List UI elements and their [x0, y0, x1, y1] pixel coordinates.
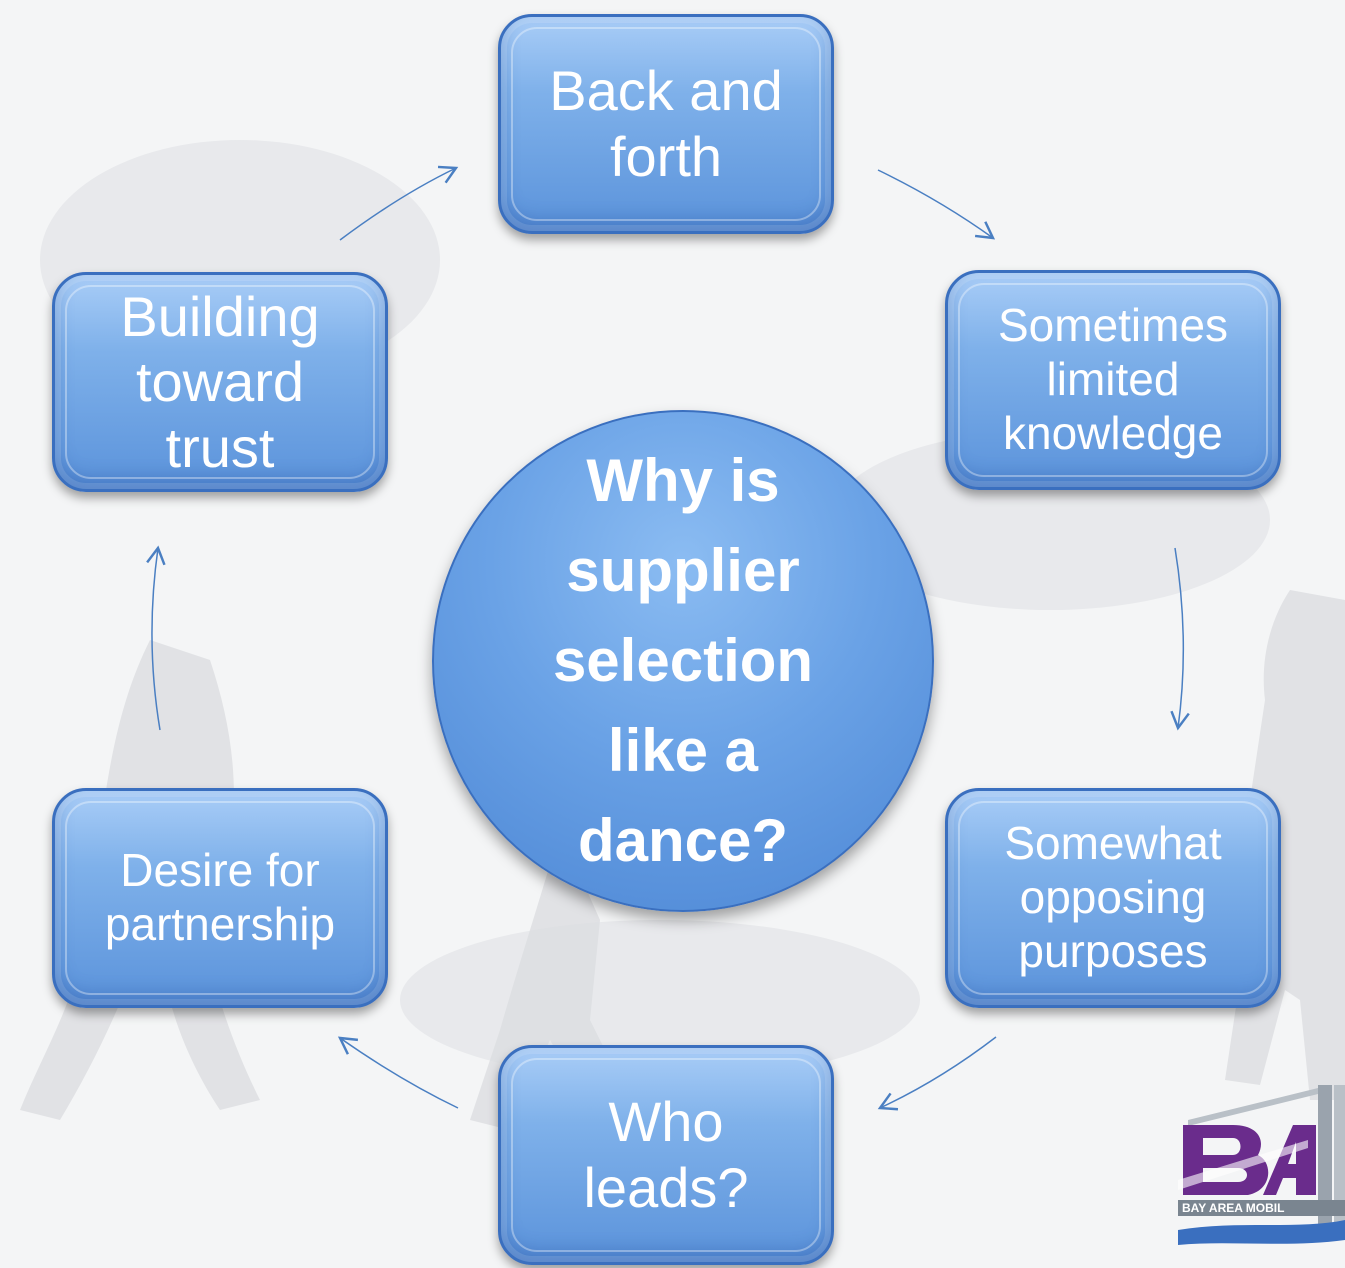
- step-label-back-and-forth: Back and forth: [549, 59, 783, 188]
- step-label-limited-knowledge: Sometimes limited knowledge: [997, 299, 1229, 459]
- step-box-building-trust: Building toward trust: [52, 272, 388, 492]
- step-label-building-trust: Building toward trust: [120, 284, 320, 479]
- arrow-right-down: [1170, 547, 1190, 731]
- step-box-limited-knowledge: Sometimes limited knowledge: [945, 270, 1281, 490]
- company-logo: BAY AREA MOBIL: [1178, 1080, 1345, 1250]
- arrow-bottom-to-left: [337, 1036, 459, 1109]
- step-label-opposing-purposes: Somewhat opposing purposes: [1004, 817, 1222, 977]
- arrow-left-up: [146, 545, 166, 731]
- center-question-text: Why is supplier selection like a dance?: [552, 447, 814, 874]
- step-label-who-leads: Who leads?: [583, 1090, 749, 1219]
- step-box-desire-for-partnership: Desire for partnership: [52, 788, 388, 1008]
- step-box-opposing-purposes: Somewhat opposing purposes: [945, 788, 1281, 1008]
- step-label-desire-for-partnership: Desire for partnership: [104, 844, 336, 950]
- arrow-left-to-top: [339, 165, 459, 241]
- logo-graphic: BAY AREA MOBIL: [1178, 1085, 1345, 1245]
- arrow-top-to-right: [877, 169, 996, 240]
- center-question-circle: Why is supplier selection like a dance?: [432, 410, 934, 912]
- step-box-back-and-forth: Back and forth: [498, 14, 834, 234]
- arrow-bottomright-to-bottom: [877, 1036, 997, 1111]
- step-box-who-leads: Who leads?: [498, 1045, 834, 1265]
- logo-tagline: BAY AREA MOBIL: [1182, 1201, 1284, 1215]
